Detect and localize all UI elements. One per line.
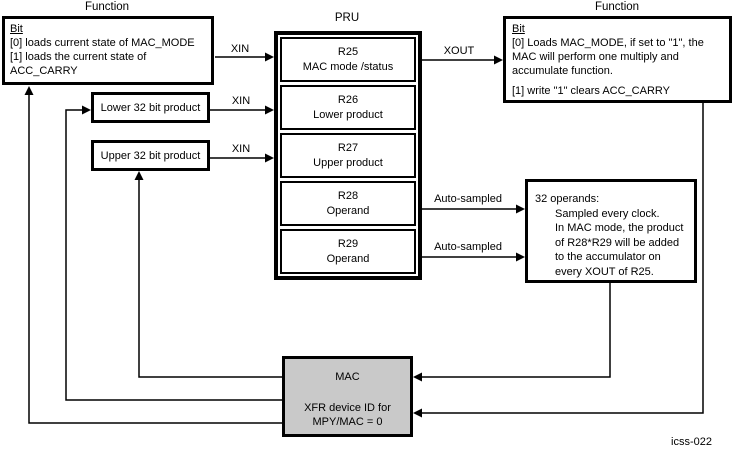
operands-line: to the accumulator on: [555, 251, 661, 263]
operands-line: In MAC mode, the product: [555, 222, 684, 234]
left-function-line: [0] loads current state of MAC_MODE: [10, 37, 195, 49]
left-function-heading: Bit: [10, 23, 23, 35]
right-function-title: Function: [594, 1, 640, 13]
register-desc: Operand: [326, 204, 370, 217]
pru-register-r27: R27 Upper product: [280, 133, 416, 178]
right-function-to-mac-arrowhead: [413, 408, 422, 418]
register-desc: Operand: [326, 252, 370, 265]
upper-product-label: Upper 32 bit product: [100, 149, 201, 162]
operands-line: every XOUT of R25.: [555, 265, 654, 278]
pru-title: PRU: [334, 12, 360, 24]
operands-note-box: 32 operands: Sampled every clock. In MAC…: [525, 179, 697, 283]
operands-line: 32 operands:: [535, 193, 600, 205]
register-name: R26: [337, 93, 359, 106]
mac-line: XFR device ID for: [304, 402, 391, 414]
left-function-line: ACC_CARRY: [10, 65, 78, 77]
xin-r27-label: XIN: [231, 143, 251, 155]
mac-line: MPY/MAC = 0: [312, 416, 383, 428]
left-function-box: Bit [0] loads current state of MAC_MODE …: [2, 16, 214, 85]
auto-sampled-r28-arrowhead: [516, 204, 525, 214]
pru-register-box: R25 MAC mode /status R26 Lower product R…: [274, 31, 422, 280]
register-name: R25: [337, 45, 359, 58]
mac-box: MAC XFR device ID for MPY/MAC = 0: [282, 356, 413, 437]
lower-product-label: Lower 32 bit product: [100, 101, 201, 114]
right-function-footer: [1] write "1" clears ACC_CARRY: [512, 85, 670, 97]
upper-product-box: Upper 32 bit product: [91, 140, 210, 171]
left-function-line: [1] loads the current state of: [10, 51, 147, 63]
auto-sampled-r28-label: Auto-sampled: [434, 193, 502, 205]
left-function-title: Function: [84, 1, 130, 13]
register-desc: Upper product: [313, 156, 383, 169]
xout-label: XOUT: [443, 45, 475, 57]
right-function-line: accumulate function.: [512, 65, 613, 77]
operands-to-mac-arrowhead: [413, 372, 422, 382]
operands-to-mac-line: [421, 283, 611, 378]
mac-to-left-function-arrowhead: [24, 86, 34, 95]
auto-sampled-r29-arrowhead: [516, 252, 525, 262]
operands-line: Sampled every clock.: [555, 207, 660, 220]
right-function-box: Bit [0] Loads MAC_MODE, if set to "1", t…: [503, 16, 732, 103]
register-desc: Lower product: [313, 108, 383, 121]
right-function-heading: Bit: [512, 23, 525, 35]
mac-title: MAC: [335, 371, 360, 383]
mac-to-lower-product-arrowhead: [82, 105, 91, 115]
pru-register-r25: R25 MAC mode /status: [280, 37, 416, 82]
lower-product-box: Lower 32 bit product: [91, 92, 210, 123]
figure-tag: icss-022: [671, 436, 712, 448]
xin-r25-label: XIN: [230, 43, 250, 55]
right-function-line: [0] Loads MAC_MODE, if set to "1", the: [512, 37, 704, 49]
pru-register-r26: R26 Lower product: [280, 85, 416, 130]
register-desc: MAC mode /status: [302, 60, 394, 73]
register-name: R27: [337, 141, 359, 154]
register-name: R28: [337, 189, 359, 202]
auto-sampled-r29-label: Auto-sampled: [434, 241, 502, 253]
xout-arrowhead: [494, 55, 503, 65]
operands-line: of R28*R29 will be added: [555, 236, 680, 249]
mac-to-upper-product-line: [138, 180, 282, 378]
right-function-line: MAC will perform one multiply and: [512, 51, 679, 63]
register-name: R29: [337, 237, 359, 250]
pru-register-r29: R29 Operand: [280, 229, 416, 274]
xin-r26-label: XIN: [231, 95, 251, 107]
pru-register-r28: R28 Operand: [280, 181, 416, 226]
mac-to-upper-product-arrowhead: [134, 171, 144, 180]
